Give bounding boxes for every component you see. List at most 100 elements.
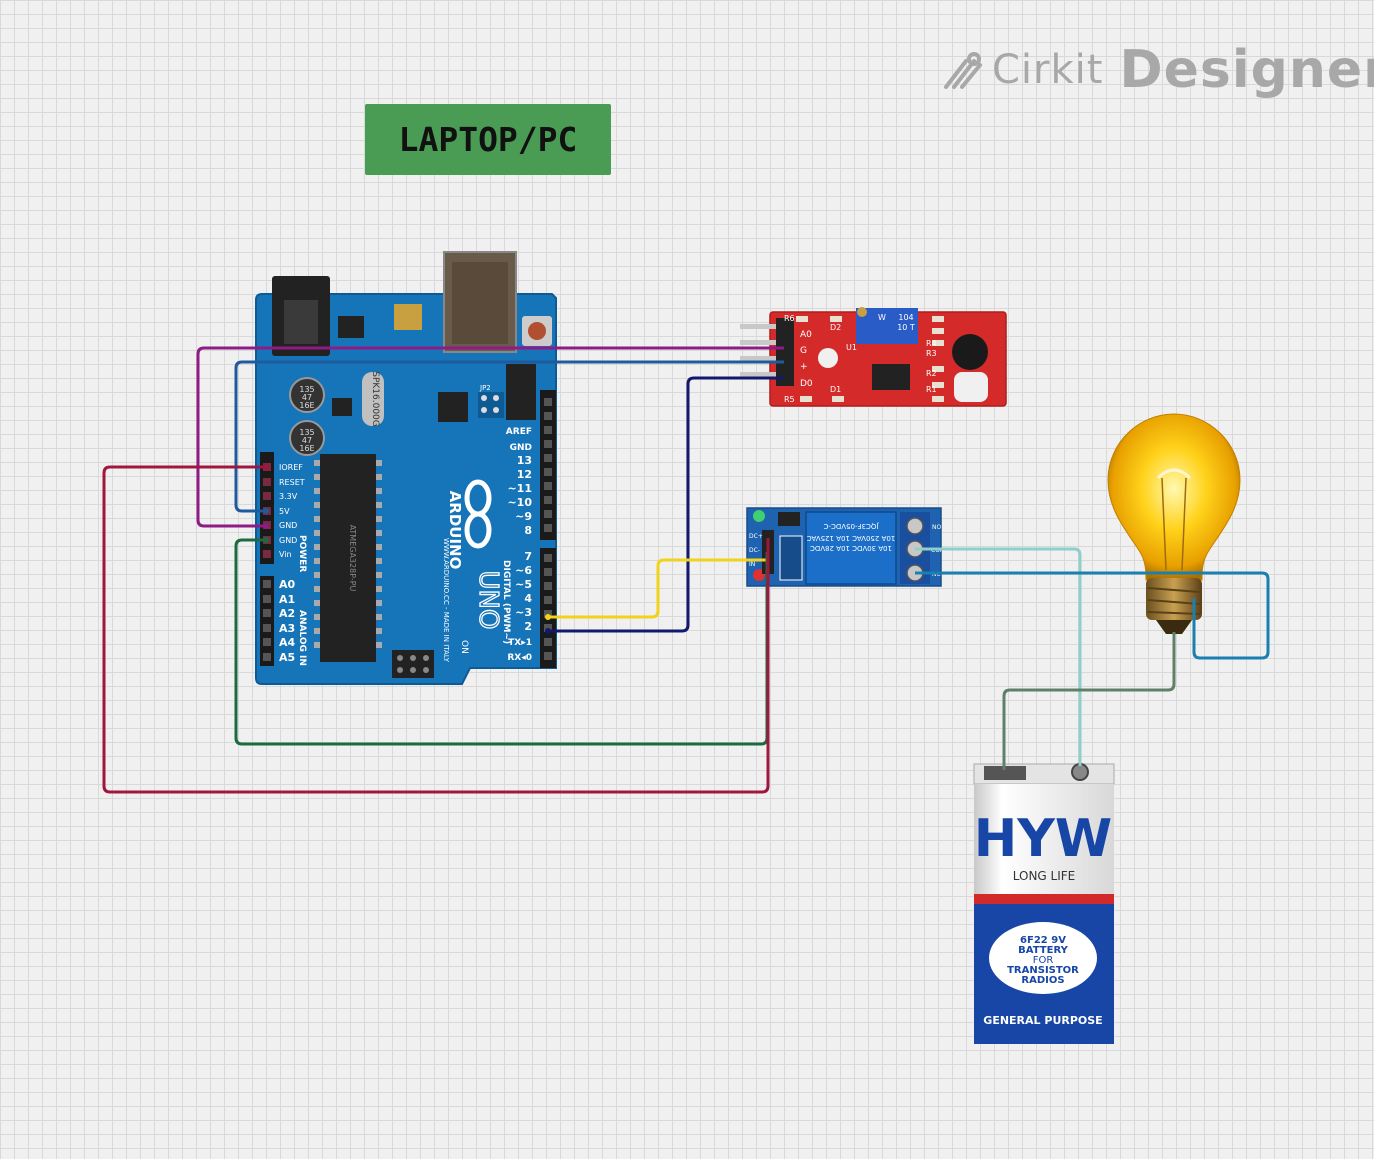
svg-text:JQC3F-05VDC-C: JQC3F-05VDC-C (823, 522, 879, 530)
svg-text:3.3V: 3.3V (279, 492, 298, 501)
svg-text:5V: 5V (279, 507, 290, 516)
svg-text:D0: D0 (800, 379, 813, 389)
svg-text:2: 2 (524, 620, 532, 633)
svg-text:16E: 16E (299, 401, 314, 410)
svg-text:D2: D2 (830, 323, 841, 332)
arduino-uno-board[interactable]: 135 47 16E 135 47 16E SPK16.000G JP2 (255, 251, 557, 685)
svg-text:10A 250VAC 10A 125VAC: 10A 250VAC 10A 125VAC (807, 534, 896, 542)
svg-text:R4: R4 (926, 339, 937, 348)
battery-purpose: GENERAL PURPOSE (983, 1014, 1102, 1027)
laptop-pc-block[interactable]: LAPTOP/PC (365, 104, 611, 175)
svg-text:8: 8 (524, 524, 532, 537)
svg-text:SPK16.000G: SPK16.000G (370, 371, 380, 427)
digital-pin-labels: AREF GND 13 12 ~11 ~10 ~9 8 7 ~6 ~5 4 ~3… (506, 427, 533, 663)
svg-text:ANALOG IN: ANALOG IN (297, 610, 307, 666)
svg-text:R6: R6 (784, 314, 795, 323)
9v-battery[interactable]: HYW LONG LIFE 6F22 9V BATTERY FOR TRANSI… (973, 763, 1115, 1044)
svg-text:RX◂0: RX◂0 (507, 653, 532, 663)
svg-text:GND: GND (510, 443, 532, 453)
svg-text:RADIOS: RADIOS (1021, 975, 1064, 986)
svg-text:R1: R1 (926, 385, 937, 394)
svg-text:47: 47 (302, 436, 312, 445)
wires (102, 346, 1270, 794)
svg-text:10A 30VDC 10A 28VDC: 10A 30VDC 10A 28VDC (810, 544, 892, 552)
battery-brand: HYW (974, 809, 1113, 869)
svg-text:U1: U1 (846, 343, 857, 352)
battery-tagline: LONG LIFE (1013, 869, 1076, 883)
comparator-ic (872, 364, 910, 390)
wire-bulb-to-battery-negative[interactable] (1002, 632, 1176, 770)
svg-text:DIGITAL (PWM~): DIGITAL (PWM~) (501, 560, 511, 644)
sound-sensor-pin-labels: A0 G + D0 (800, 330, 813, 389)
laptop-pc-label: LAPTOP/PC (398, 120, 578, 159)
wire-5v-to-sensor[interactable] (234, 360, 784, 513)
power-led (753, 510, 765, 522)
svg-text:DC-: DC- (749, 547, 760, 554)
wire-gnd-to-relay[interactable] (234, 538, 769, 746)
microphone (952, 334, 988, 370)
svg-text:13: 13 (517, 454, 532, 467)
svg-text:NO: NO (932, 524, 941, 531)
sound-sensor-component-labels: R6 D2 U1 R4 R3 R2 R1 D1 R5 (784, 314, 937, 404)
digital-header-low (540, 548, 556, 668)
svg-text:POWER: POWER (297, 535, 307, 572)
arduino-infinity-logo (464, 479, 492, 549)
wire-gnd-to-sensor[interactable] (196, 346, 784, 528)
sound-sensor-module[interactable]: A0 G + D0 104 10 T W R6 D2 U1 R4 (740, 307, 1007, 407)
wire-endpoints (263, 464, 551, 634)
relay-coil-box (805, 511, 897, 585)
relay-label-text: JQC3F-05VDC-C 10A 250VAC 10A 125VAC 10A … (807, 522, 896, 552)
svg-text:135: 135 (299, 428, 314, 437)
svg-text:G: G (800, 346, 807, 356)
svg-text:A1: A1 (279, 593, 295, 606)
svg-text:~11: ~11 (507, 482, 532, 495)
svg-text:GND: GND (279, 521, 297, 530)
wire-d2-to-sensor-d0[interactable] (548, 376, 784, 633)
power-pin-labels: IOREF RESET 3.3V 5V GND GND Vin (279, 463, 305, 559)
capacitor-2: 135 47 16E (289, 420, 325, 456)
light-bulb[interactable] (1107, 413, 1241, 634)
svg-text:7: 7 (524, 550, 532, 563)
svg-text:104: 104 (898, 313, 913, 322)
wire-ioref-to-relay[interactable] (102, 465, 770, 794)
battery-spec-text: 6F22 9V BATTERY FOR TRANSISTOR RADIOS (1007, 935, 1079, 986)
svg-text:DC+: DC+ (749, 533, 763, 540)
watermark-product: Designer (1119, 40, 1374, 100)
svg-text:~9: ~9 (515, 510, 532, 523)
sound-sensor-pins (740, 324, 778, 377)
svg-text:ON: ON (459, 640, 469, 654)
svg-text:~6: ~6 (515, 564, 532, 577)
svg-text:TX▸1: TX▸1 (508, 638, 532, 648)
svg-text:W: W (878, 313, 886, 322)
wire-d3-to-relay-in[interactable] (548, 558, 768, 619)
svg-text:FOR: FOR (1033, 955, 1054, 966)
svg-text:12: 12 (517, 468, 532, 481)
battery-spec-badge (989, 922, 1097, 994)
wire-relay-to-bulb[interactable] (915, 571, 1270, 660)
crystal-oscillator (362, 372, 384, 426)
arduino-brand-text: ARDUINO (446, 491, 464, 570)
svg-text:RESET: RESET (279, 478, 305, 487)
svg-text:IN: IN (749, 561, 755, 568)
svg-text:Vin: Vin (279, 550, 292, 559)
svg-text:135: 135 (299, 385, 314, 394)
svg-text:A0: A0 (279, 578, 296, 591)
svg-text:R2: R2 (926, 369, 937, 378)
wire-relay-to-battery-positive[interactable] (915, 547, 1082, 766)
svg-text:+: + (800, 362, 808, 372)
cirkit-logo-icon (944, 52, 982, 89)
svg-text:ATMEGA328P-PU: ATMEGA328P-PU (348, 525, 357, 592)
svg-text:A4: A4 (279, 636, 296, 649)
svg-text:D1: D1 (830, 385, 841, 394)
svg-text:AREF: AREF (506, 427, 532, 437)
svg-text:A3: A3 (279, 622, 295, 635)
svg-text:~3: ~3 (515, 606, 532, 619)
arduino-model-text: UNO (473, 571, 503, 630)
cirkit-designer-watermark: Cirkit Designer (940, 40, 1374, 100)
svg-text:GND: GND (279, 536, 297, 545)
watermark-brand: Cirkit (992, 47, 1104, 93)
svg-text:16E: 16E (299, 444, 314, 453)
svg-text:R5: R5 (784, 395, 795, 404)
atmega-chip: ATMEGA328P-PU (314, 454, 382, 662)
